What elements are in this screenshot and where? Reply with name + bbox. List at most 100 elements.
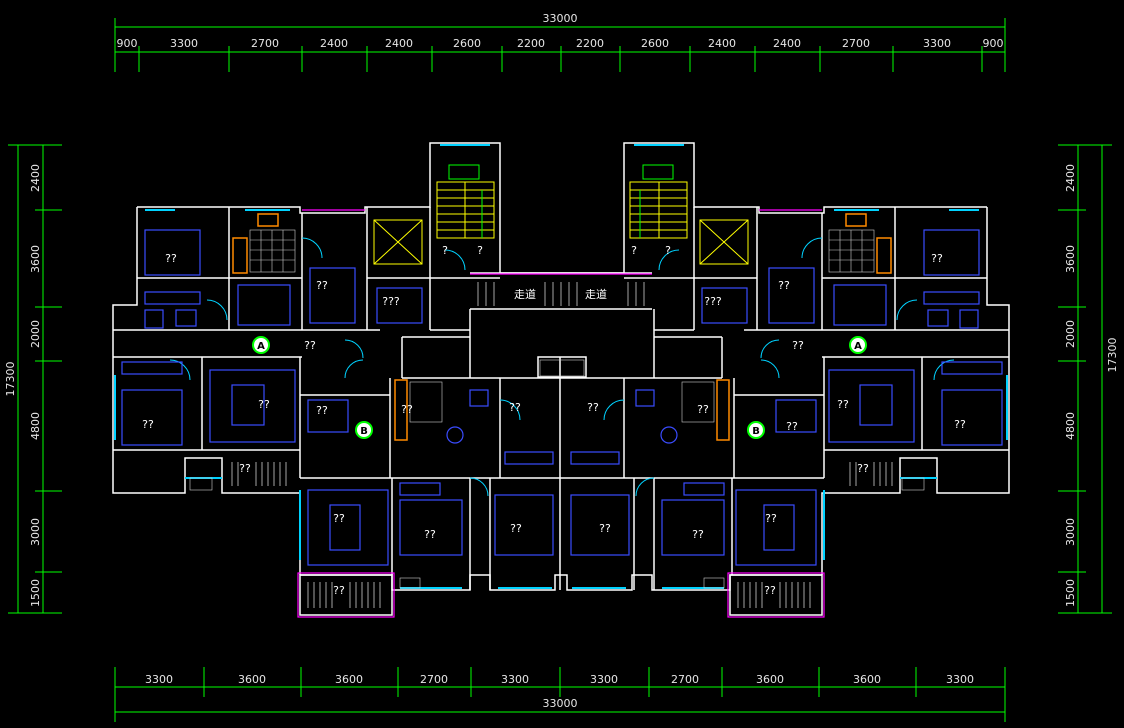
room-label: ?? [510, 522, 522, 535]
dim-right-seg: 3000 [1064, 518, 1077, 546]
kitchens [232, 213, 892, 441]
unit-tag-b-left: B [355, 421, 373, 439]
dim-bottom-seg: 3600 [238, 673, 266, 686]
room-label: ??? [382, 295, 400, 308]
svg-text:B: B [752, 426, 760, 437]
room-label: ?? [316, 279, 328, 292]
dim-bottom-seg: 3600 [853, 673, 881, 686]
room-label: ?? [165, 252, 177, 265]
corridor-labels: 走道 走道 [514, 287, 607, 301]
room-label: ?? [304, 339, 316, 352]
svg-text:B: B [360, 426, 368, 437]
room-label: ?? [778, 279, 790, 292]
dim-left-seg: 2000 [29, 320, 42, 348]
room-labels: ?? ?? ?? ?? ??? ??? ? ? ? ? ?? ?? ?? ?? … [142, 244, 966, 597]
dim-top-seg: 3300 [923, 37, 951, 50]
dim-bottom-seg: 3300 [946, 673, 974, 686]
dim-bottom-seg: 3300 [590, 673, 618, 686]
dim-top-seg: 2700 [842, 37, 870, 50]
dim-top-seg: 2600 [453, 37, 481, 50]
dim-top-seg: 900 [983, 37, 1004, 50]
room-label: ?? [792, 339, 804, 352]
room-label: ?? [697, 403, 709, 416]
dim-top-seg: 2400 [773, 37, 801, 50]
dim-left-seg: 3000 [29, 518, 42, 546]
dim-right-total: 17300 [1106, 338, 1119, 373]
dim-right-seg: 2000 [1064, 320, 1077, 348]
dim-bottom-seg: 2700 [420, 673, 448, 686]
dimension-text: 33000 900 3300 2700 2400 2400 2600 2200 … [4, 12, 1119, 710]
room-label: ?? [239, 462, 251, 475]
dim-bottom-seg: 3600 [756, 673, 784, 686]
room-label: ? [442, 244, 448, 257]
balconies [297, 209, 825, 618]
door-swings [169, 237, 955, 497]
room-label: ?? [333, 512, 345, 525]
room-label: ?? [765, 512, 777, 525]
dim-bottom-seg: 3600 [335, 673, 363, 686]
unit-tag-b-right: B [747, 421, 765, 439]
dim-right-seg: 3600 [1064, 245, 1077, 273]
room-label: ?? [258, 398, 270, 411]
dim-top-seg: 2200 [576, 37, 604, 50]
room-label: ??? [704, 295, 722, 308]
dim-left-seg: 4800 [29, 412, 42, 440]
dimension-left [8, 144, 62, 614]
room-label: ?? [857, 462, 869, 475]
dim-right-seg: 4800 [1064, 412, 1077, 440]
room-label: ?? [333, 584, 345, 597]
room-label: ?? [587, 401, 599, 414]
room-label: ?? [401, 403, 413, 416]
dimension-bottom [114, 667, 1006, 722]
room-label: ?? [509, 401, 521, 414]
dim-right-seg: 1500 [1064, 579, 1077, 607]
room-label: ?? [142, 418, 154, 431]
dim-top-seg: 2600 [641, 37, 669, 50]
svg-text:A: A [854, 341, 862, 352]
dimension-top [114, 18, 1006, 72]
dim-left-seg: 3600 [29, 245, 42, 273]
kitchen-tiles [189, 229, 925, 589]
room-label: ? [631, 244, 637, 257]
unit-tags: A B B A [252, 336, 867, 439]
dim-top-total: 33000 [543, 12, 578, 25]
room-label: ?? [764, 584, 776, 597]
dim-bottom-total: 33000 [543, 697, 578, 710]
unit-tag-a-left: A [252, 336, 270, 354]
room-label: ?? [692, 528, 704, 541]
dim-bottom-seg: 3300 [145, 673, 173, 686]
walls [112, 142, 1010, 616]
room-label: ?? [599, 522, 611, 535]
windows [114, 144, 1008, 589]
furniture [121, 229, 1003, 566]
svg-text:A: A [257, 341, 265, 352]
dim-right-seg: 2400 [1064, 164, 1077, 192]
dim-left-total: 17300 [4, 362, 17, 397]
room-label: ? [665, 244, 671, 257]
dim-bottom-seg: 3300 [501, 673, 529, 686]
dim-top-seg: 2700 [251, 37, 279, 50]
dim-bottom-seg: 2700 [671, 673, 699, 686]
dim-top-seg: 2400 [385, 37, 413, 50]
room-label: ?? [316, 404, 328, 417]
room-label: ?? [424, 528, 436, 541]
room-label: ? [477, 244, 483, 257]
dim-left-seg: 1500 [29, 579, 42, 607]
dim-top-seg: 2200 [517, 37, 545, 50]
dim-left-seg: 2400 [29, 164, 42, 192]
room-label: ?? [786, 420, 798, 433]
dim-top-seg: 3300 [170, 37, 198, 50]
room-label: ?? [931, 252, 943, 265]
hatching [231, 282, 893, 608]
corridor-label: 走道 [585, 287, 607, 301]
stair-arrows [448, 164, 674, 238]
dim-top-seg: 900 [117, 37, 138, 50]
corridor-label: 走道 [514, 287, 536, 301]
dimension-right [1058, 144, 1112, 614]
dim-top-seg: 2400 [320, 37, 348, 50]
dim-top-seg: 2400 [708, 37, 736, 50]
room-label: ?? [837, 398, 849, 411]
room-label: ?? [954, 418, 966, 431]
